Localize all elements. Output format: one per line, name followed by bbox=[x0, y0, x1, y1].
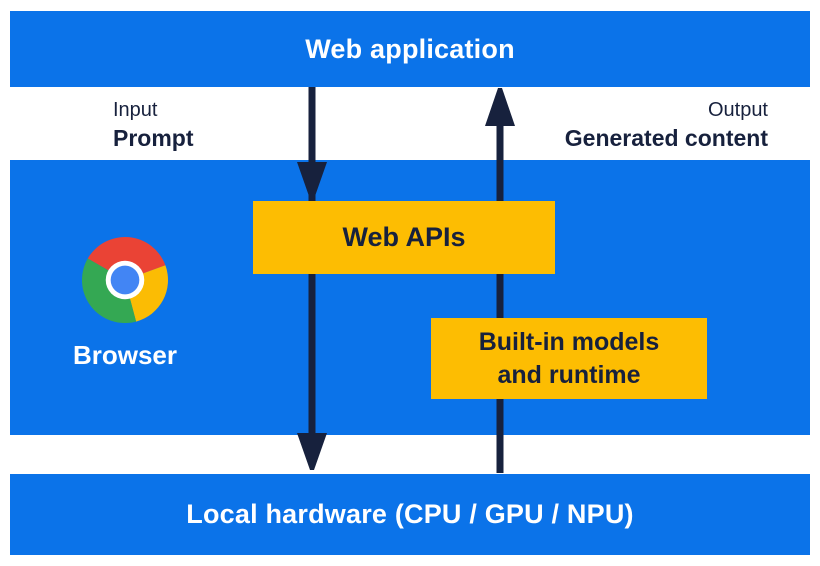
input-caption: Input bbox=[113, 99, 158, 121]
web-apis-box: Web APIs bbox=[253, 201, 555, 274]
builtin-models-line1: Built-in models bbox=[478, 328, 660, 356]
builtin-models-box: Built-in models and runtime bbox=[431, 318, 707, 399]
chrome-logo-svg bbox=[81, 237, 168, 324]
output-value-label: Generated content bbox=[564, 125, 768, 151]
local-hardware-bar: Local hardware (CPU / GPU / NPU) bbox=[10, 474, 810, 555]
input-prompt-labels: Input Prompt bbox=[113, 99, 194, 152]
web-application-label: Web application bbox=[305, 33, 515, 64]
web-application-bar: Web application bbox=[10, 11, 810, 87]
output-caption: Output bbox=[707, 99, 768, 121]
builtin-models-line2: and runtime bbox=[497, 360, 641, 389]
input-value-label: Prompt bbox=[113, 125, 194, 151]
output-generated-labels: Output Generated content bbox=[565, 99, 768, 152]
local-hardware-label: Local hardware (CPU / GPU / NPU) bbox=[186, 499, 634, 529]
web-apis-label: Web APIs bbox=[342, 222, 466, 252]
browser-label: Browser bbox=[72, 340, 178, 370]
chrome-logo-icon bbox=[81, 237, 168, 324]
